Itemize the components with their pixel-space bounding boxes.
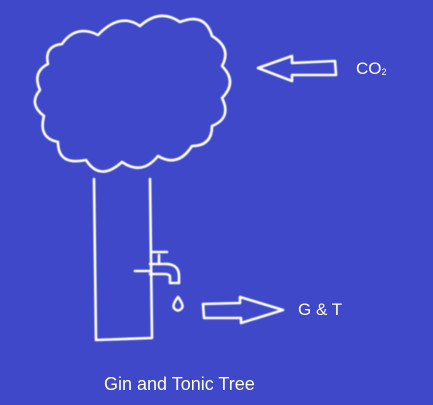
co2-label: CO2 — [356, 59, 387, 79]
water-drop-icon — [172, 295, 184, 312]
tree-trunk — [92, 177, 154, 342]
output-label: G & T — [298, 300, 343, 319]
co2-subscript: 2 — [381, 67, 387, 77]
diagram-caption: Gin and Tonic Tree — [104, 374, 255, 394]
tree-canopy — [33, 14, 232, 173]
co2-main-text: CO — [356, 59, 382, 78]
arrow-right-icon — [201, 295, 285, 325]
tap-icon — [133, 250, 181, 285]
arrow-left-icon — [256, 54, 338, 83]
